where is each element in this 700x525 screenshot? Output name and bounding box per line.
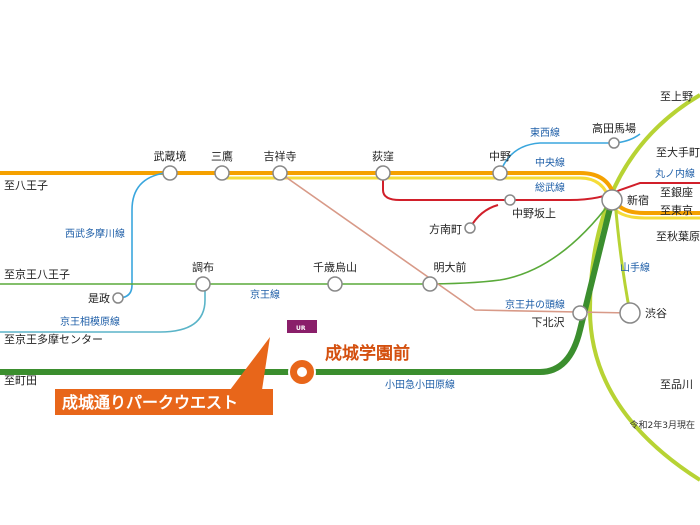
station-nakano (492, 165, 508, 181)
callout-pointer (230, 337, 270, 390)
station-shimokitazawa (572, 305, 588, 321)
line-label-yamanote: 山手線 (620, 261, 650, 274)
dest-tokyo: 至東京 (660, 203, 693, 217)
label-musashisakai: 武蔵境 (154, 149, 187, 163)
callout-label: 成城通りパークウエスト (62, 393, 238, 412)
label-chitosekarasuyama: 千歳烏山 (313, 260, 357, 274)
dest-hachioji: 至八王子 (4, 179, 48, 192)
line-label-sobu: 総武線 (535, 181, 565, 194)
line-label-odakyu: 小田急小田原線 (385, 378, 455, 391)
date-note: 令和2年3月現在 (630, 419, 695, 431)
station-shinjuku (601, 189, 623, 211)
dest-ginza: 至銀座 (660, 185, 693, 199)
label-nakanosakaue: 中野坂上 (512, 207, 556, 220)
dest-machida: 至町田 (4, 374, 37, 387)
label-kichijoji: 吉祥寺 (264, 149, 297, 163)
keio-line (0, 199, 613, 285)
line-label-inokashira: 京王井の頭線 (505, 298, 565, 311)
dest-akihabara: 至秋葉原 (656, 229, 700, 243)
yamanote-line (587, 93, 700, 482)
label-nakano: 中野 (489, 150, 511, 163)
label-chofu: 調布 (192, 260, 214, 274)
inokashira-line (279, 172, 631, 314)
label-koremasa: 是政 (88, 291, 110, 305)
ur-logo-text: UR (296, 325, 306, 332)
station-chofu (195, 276, 211, 292)
line-label-seibu-tamagawa: 西武多摩川線 (65, 227, 125, 240)
label-shinjuku: 新宿 (627, 193, 649, 207)
label-mitaka: 三鷹 (211, 149, 233, 163)
station-seijogakuenmae-center (297, 367, 307, 377)
label-shimokitazawa: 下北沢 (532, 315, 565, 329)
line-label-keio: 京王線 (250, 288, 280, 301)
station-nakanosakaue (504, 194, 516, 206)
label-meidaimae: 明大前 (434, 260, 467, 274)
ur-logo: UR (287, 320, 317, 333)
callout-box (55, 389, 273, 415)
station-honancho (464, 222, 476, 234)
station-musashisakai (162, 165, 178, 181)
line-label-sagamihara: 京王相模原線 (60, 315, 120, 328)
line-label-tozai: 東西線 (530, 126, 560, 139)
station-takadanobaba (608, 137, 620, 149)
line-label-marunouchi: 丸ノ内線 (655, 167, 695, 180)
station-ogikubo (375, 165, 391, 181)
station-kichijoji (272, 165, 288, 181)
station-koremasa (112, 292, 124, 304)
station-mitaka (214, 165, 230, 181)
dest-keio-tama-center: 至京王多摩センター (4, 332, 103, 346)
sagamihara-line (0, 284, 206, 333)
label-ogikubo: 荻窪 (372, 149, 394, 163)
label-seijogakuenmae: 成城学園前 (325, 343, 410, 364)
yamanote-inner (613, 199, 632, 314)
tozai-line (499, 133, 641, 174)
dest-ueno: 至上野 (660, 90, 693, 103)
dest-shinagawa: 至品川 (660, 378, 693, 391)
odakyu-line (0, 199, 615, 375)
seibu-tamagawa-line (117, 172, 166, 299)
label-shibuya: 渋谷 (645, 307, 667, 320)
line-label-chuo: 中央線 (535, 156, 565, 169)
station-shibuya (619, 302, 641, 324)
station-meidaimae (422, 276, 438, 292)
label-honancho: 方南町 (429, 222, 462, 236)
dest-otemachi: 至大手町 (656, 145, 700, 159)
station-chitosekarasuyama (327, 276, 343, 292)
label-takadanobaba: 高田馬場 (592, 121, 636, 135)
dest-keio-hachioji: 至京王八王子 (4, 267, 70, 281)
